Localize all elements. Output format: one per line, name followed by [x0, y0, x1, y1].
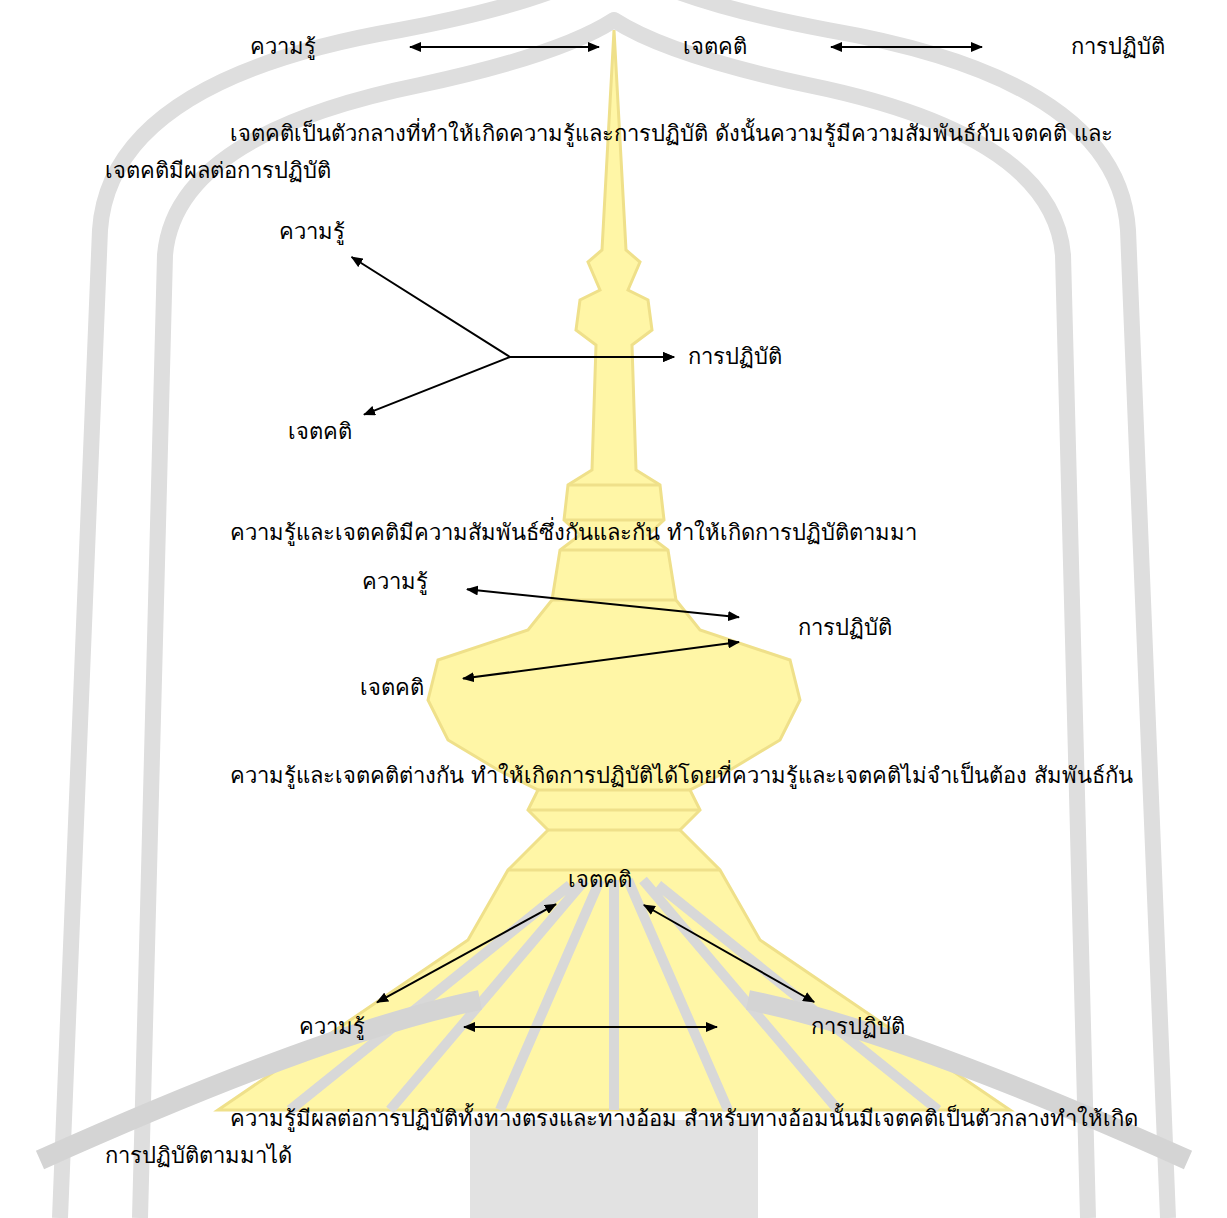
concept-text: การปฏิบัติ	[1071, 32, 1165, 62]
concept-node: การปฏิบัติ	[794, 611, 896, 645]
caption-text: เจตคติเป็นตัวกลางที่ทำให้เกิดความรู้และก…	[105, 115, 1165, 189]
concept-node: ความรู้	[275, 215, 349, 249]
concept-text: เจตคติ	[568, 865, 632, 895]
concept-text: ความรู้	[299, 1012, 365, 1042]
concept-node: การปฏิบัติ	[684, 340, 786, 374]
arrow-connector	[467, 589, 739, 617]
arrow-connector	[831, 46, 982, 48]
concept-text: ความรู้	[362, 567, 428, 597]
concept-text: เจตคติ	[288, 417, 352, 447]
arrow-connector	[644, 905, 814, 1002]
concept-node: ความรู้	[295, 1010, 369, 1044]
concept-text: การปฏิบัติ	[688, 342, 782, 372]
arrow-connector	[410, 46, 599, 48]
base-pattern	[470, 1120, 758, 1218]
arrow-connector	[364, 357, 674, 415]
base-ray	[290, 880, 938, 1110]
concept-text: เจตคติ	[360, 673, 424, 703]
arrow-connector	[352, 257, 674, 357]
concept-node: เจตคติ	[564, 863, 636, 897]
concept-text: การปฏิบัติ	[811, 1012, 905, 1042]
concept-text: ความรู้	[279, 217, 345, 247]
concept-text: เจตคติ	[683, 32, 747, 62]
spire-shape	[218, 30, 1010, 1110]
caption-text: ความรู้มีผลต่อการปฏิบัติทั้งทางตรงและทาง…	[105, 1100, 1165, 1174]
arrow-connector	[463, 642, 739, 679]
caption-text: ความรู้และเจตคติมีความสัมพันธ์ซึ่งกันและ…	[105, 514, 1165, 551]
caption-text: ความรู้และเจตคติต่างกัน ทำให้เกิดการปฏิบ…	[105, 757, 1165, 794]
concept-node: การปฏิบัติ	[807, 1010, 909, 1044]
arrow-connector	[464, 1026, 717, 1028]
concept-node: การปฏิบัติ	[1067, 30, 1169, 64]
concept-node: เจตคติ	[356, 671, 428, 705]
arch-outline	[60, 0, 1168, 1218]
concept-text: การปฏิบัติ	[798, 613, 892, 643]
concept-text: ความรู้	[250, 32, 316, 62]
arrow-connector	[377, 904, 556, 1002]
concept-node: เจตคติ	[284, 415, 356, 449]
concept-node: ความรู้	[358, 565, 432, 599]
arch-outline	[140, 20, 1088, 1218]
concept-node: ความรู้	[246, 30, 320, 64]
concept-node: เจตคติ	[679, 30, 751, 64]
